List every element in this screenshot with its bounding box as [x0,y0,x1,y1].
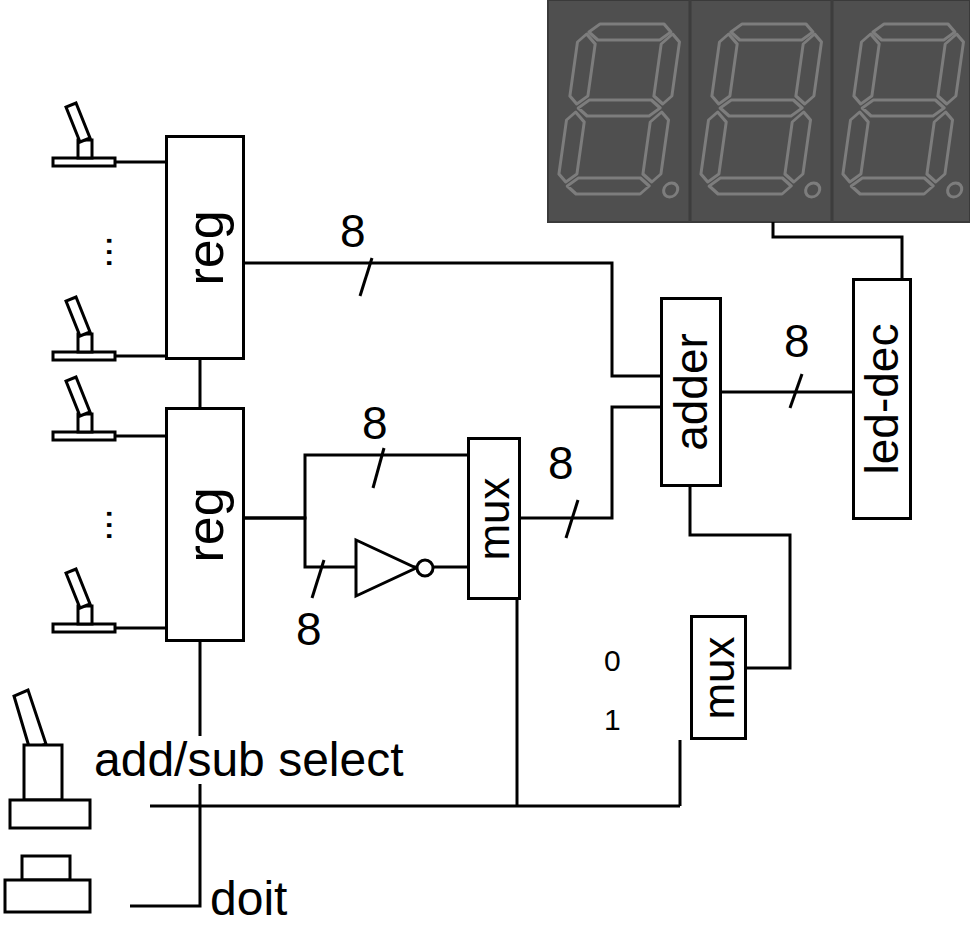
block-name: led-dec [859,324,905,475]
block-name: reg [179,210,231,285]
mux-box: mux [690,615,747,740]
bus-width: 8 [548,440,574,486]
signal-name: doit [210,875,287,923]
bus-wire [521,407,660,518]
ellipsis: ... [101,508,141,541]
block-name: mux [472,477,516,560]
bus-wire [245,455,467,518]
mux-input-number: 1 [604,705,621,735]
inverter-symbol [356,540,433,596]
signal-name: add/sub select [92,736,406,784]
block-name: mux [697,636,741,719]
bus-wire [245,263,660,376]
block-name: adder [668,333,714,451]
add-sub-switch [10,690,90,828]
register-box: reg [165,407,245,642]
mux-input-number: 0 [604,646,621,676]
adder-box: adder [660,297,722,487]
wires [130,222,902,906]
mux-box: mux [467,437,521,600]
ellipsis: ... [101,235,141,268]
decoder-box: led-dec [852,278,912,520]
bus-width: 8 [296,606,322,652]
seven-segment-display [548,0,970,222]
bus-wire [200,360,201,407]
doit-button [5,856,90,912]
bus-wire [722,392,852,393]
input-switches [53,103,165,632]
register-box: reg [165,135,245,360]
bus-width: 8 [362,400,388,446]
bus-width: 8 [784,318,810,364]
bus-width: 8 [340,208,366,254]
block-name: reg [179,487,231,562]
